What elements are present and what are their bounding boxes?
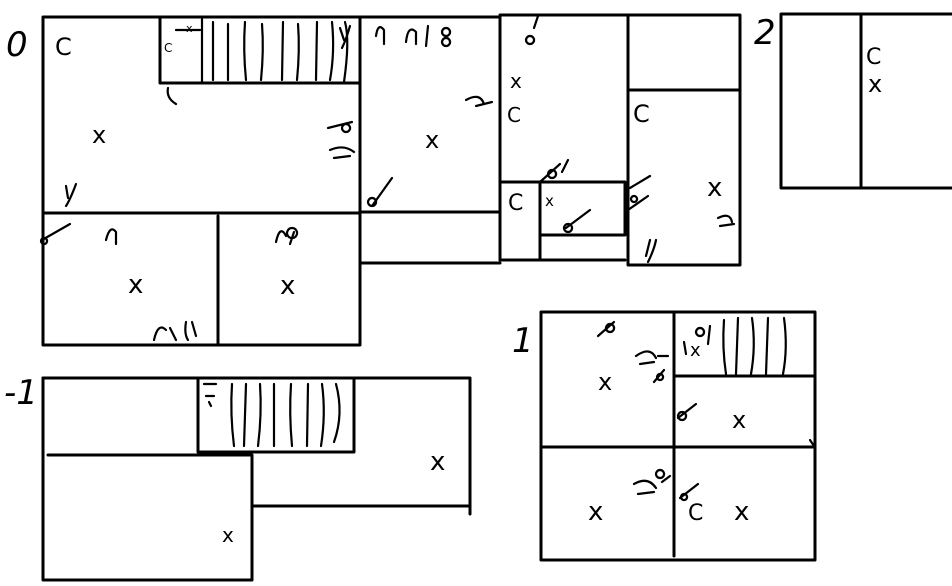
toilet-symbol: x — [868, 70, 882, 98]
level-0-plan — [41, 13, 742, 347]
toilet-symbol: x — [510, 69, 522, 93]
level-0-label: 0 — [6, 25, 28, 65]
toilet-symbol: x — [588, 497, 603, 527]
stair-treads-level-minus-1 — [230, 382, 341, 448]
toilet-symbol: x — [545, 192, 554, 210]
level-2-label: 2 — [754, 13, 776, 53]
toilet-symbol: x — [425, 126, 439, 154]
toilet-symbol: x — [732, 406, 746, 434]
outlet-symbol: C — [507, 103, 521, 127]
toilet-symbol: x — [92, 121, 106, 149]
outlet-symbol: C — [55, 33, 72, 61]
outlet-symbol: C — [633, 100, 650, 128]
outlet-symbol: C — [508, 191, 523, 216]
stair-treads-level-1 — [722, 316, 787, 376]
toilet-symbol: x — [598, 368, 612, 396]
stair-treads-level-0 — [211, 20, 349, 84]
toilet-symbol: x — [430, 447, 445, 477]
level-1-label: 1 — [512, 321, 534, 361]
level-minus-1-plan: x x — [41, 376, 472, 582]
outlet-symbol: C — [164, 41, 172, 55]
toilet-symbol: x — [707, 173, 722, 203]
outlet-symbol: C — [688, 501, 703, 526]
level-0-outlets: C C C C C — [55, 33, 650, 216]
toilet-symbol: x — [690, 340, 701, 361]
level-1-plan: x x x x x C — [539, 310, 817, 562]
level-1-fixture-marks — [596, 320, 816, 502]
outlet-symbol: C — [866, 45, 881, 70]
toilet-symbol: x — [222, 523, 234, 547]
toilet-symbol: x — [186, 22, 193, 35]
toilet-symbol: x — [734, 497, 749, 527]
level-minus-1-label: -1 — [4, 373, 38, 413]
toilet-symbol: x — [128, 270, 143, 300]
toilet-symbol: x — [280, 271, 295, 301]
level-0-fixture-marks — [39, 14, 736, 342]
level-0-toilets: x x x x x x x x — [92, 22, 722, 301]
level-2-plan: C x — [779, 12, 952, 190]
